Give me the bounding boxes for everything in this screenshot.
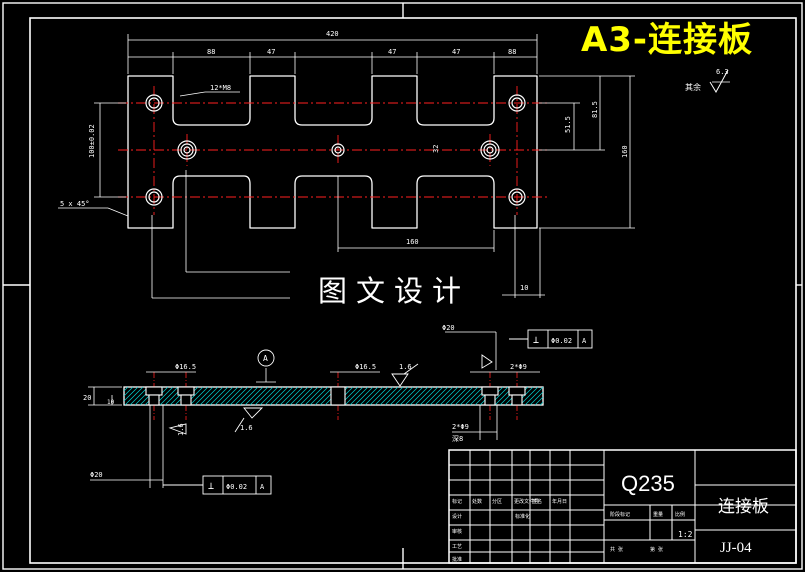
sec-rough-left: 1.6	[177, 423, 185, 436]
sec-datum: A	[263, 354, 268, 363]
drawing-title-badge: A3-连接板	[580, 20, 754, 60]
plan-dimensions	[58, 34, 635, 299]
sec-note-3: 深8	[452, 434, 463, 443]
dim-height-tol: 100±0.02	[88, 124, 96, 158]
sec-dia-left: Φ16.5	[175, 363, 196, 371]
sec-dia-right: Φ16.5	[355, 363, 376, 371]
dim-seg-c: 47	[388, 48, 396, 56]
tol-top-sym: ⊥	[533, 335, 539, 346]
tol-bot-ref: A	[260, 483, 265, 491]
roughness-value: 6.3	[716, 68, 729, 76]
dim-seg-b: 47	[267, 48, 275, 56]
dim-seg-d: 47	[452, 48, 460, 56]
dim-h-right-1: 51.5	[564, 116, 572, 133]
titleblock-label: 重量	[653, 511, 663, 518]
dim-bottom-span: 160	[406, 238, 419, 246]
dim-bottom-small: 10	[520, 284, 528, 292]
title-block	[448, 449, 797, 564]
sec-bore-left: Φ20	[90, 471, 103, 479]
titleblock-label: 阶段标记	[610, 511, 630, 518]
titleblock-label: 签名	[532, 498, 542, 505]
titleblock-label: 工艺	[452, 544, 462, 550]
tol-top-val: Φ0.02	[551, 337, 572, 345]
tb-part-name: 连接板	[718, 497, 769, 517]
holes	[145, 94, 526, 206]
dim-gap: 32	[432, 145, 440, 153]
tol-bot-val: Φ0.02	[226, 483, 247, 491]
titleblock-label: 共 张	[610, 546, 623, 553]
titleblock-label: 标准化	[515, 513, 530, 520]
sec-note-2: 2*Φ9	[452, 423, 469, 431]
sec-rough-top: 1.6	[399, 363, 412, 371]
plan-view	[127, 75, 538, 229]
section-dimensions	[88, 331, 540, 488]
sec-note-1: 2*Φ9	[510, 363, 527, 371]
watermark-text: 图文设计	[318, 274, 471, 308]
titleblock-label: 年月日	[552, 498, 567, 505]
tb-scale: 1:2	[678, 530, 693, 539]
tol-bot-sym: ⊥	[208, 481, 214, 492]
section-view	[123, 372, 544, 420]
dim-chamfer: 5 x 45°	[60, 200, 90, 208]
titleblock-label: 处数	[472, 498, 482, 505]
sec-thickness: 20	[83, 394, 91, 402]
dim-overall: 420	[326, 30, 339, 38]
dim-seg-a: 88	[207, 48, 215, 56]
titleblock-label: 比例	[675, 511, 685, 518]
dim-h-right-2: 81.5	[591, 101, 599, 118]
roughness-label: 其余	[685, 82, 701, 92]
titleblock-label: 审核	[452, 528, 462, 535]
sec-rough-bottom: 1.6	[240, 424, 253, 432]
tb-drawing-no: JJ-04	[720, 540, 752, 556]
section-symbols	[163, 329, 593, 495]
tol-top-ref: A	[582, 337, 587, 345]
dim-seg-e: 88	[508, 48, 516, 56]
titleblock-label: 设计	[452, 513, 462, 520]
roughness-general: 其余 6.3	[685, 68, 730, 94]
titleblock-label: 更改文件号	[514, 498, 539, 505]
tb-material: Q235	[621, 471, 675, 496]
sec-bore-tol: Φ20	[442, 324, 455, 332]
titleblock-label: 标记	[452, 498, 462, 505]
sec-inner: 10	[107, 399, 115, 406]
dim-h-total: 160	[621, 145, 629, 158]
titleblock-label: 批准	[452, 556, 462, 563]
titleblock-label: 第 张	[650, 546, 663, 553]
titleblock-label: 分区	[492, 498, 502, 505]
dim-hole-note: 12*M8	[210, 84, 231, 92]
